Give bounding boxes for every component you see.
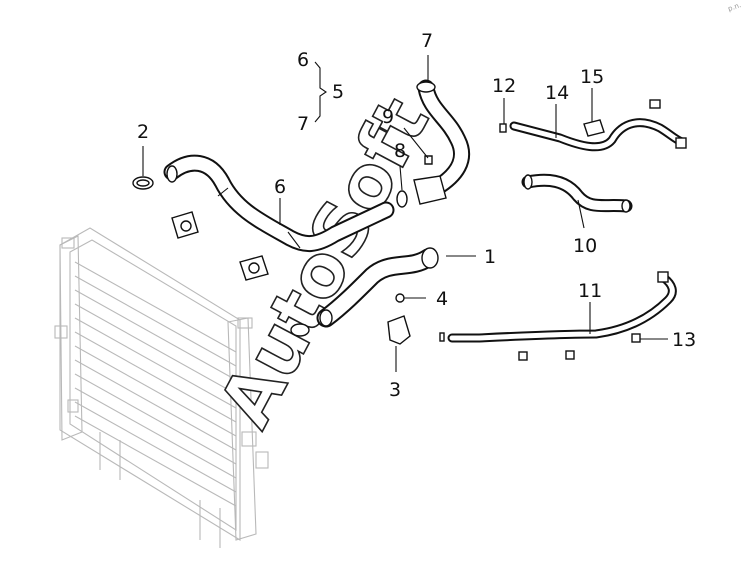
hose-part-1 [316,247,439,328]
hose-part-10 [521,173,633,213]
bracket-clip-lower [239,255,269,281]
callout-10: 10 [573,235,597,257]
hose-clamp-part-2 [132,176,154,190]
callout-4: 4 [436,288,448,310]
clip-part-15 [583,119,605,137]
callout-7-hose: 7 [421,30,433,52]
bracket-part-3 [387,315,411,345]
callout-2: 2 [137,121,149,143]
callout-1: 1 [484,246,496,268]
callout-14: 14 [545,82,569,104]
pipe-part-11 [447,271,677,343]
callout-7-bottom: 7 [297,113,309,135]
bolt-part-4 [395,293,405,303]
hose-part-14 [509,99,687,152]
hose-clamp-lower-left [290,323,310,337]
small-clips-pipe-11 [439,332,575,361]
clip-part-13 [631,333,641,343]
hose-clamp-part-10 [523,174,533,190]
callout-15: 15 [580,66,604,88]
bolt-part-9 [424,155,433,165]
bracket-clip-upper [171,211,199,239]
callout-9: 9 [382,106,394,128]
callout-11: 11 [578,280,602,302]
hose-part-6 [163,154,395,252]
callout-3: 3 [389,379,401,401]
callout-6-top: 6 [297,49,309,71]
hose-part-7 [413,79,471,205]
hose-clamp-part-8 [396,190,408,208]
callout-8: 8 [394,140,406,162]
clip-part-12 [499,123,507,133]
radiator [54,227,269,548]
corner-mark: p.n. [727,1,742,13]
callout-6-hose: 6 [274,176,286,198]
callout-13: 13 [672,329,696,351]
callout-5: 5 [332,81,344,103]
callout-12: 12 [492,75,516,97]
